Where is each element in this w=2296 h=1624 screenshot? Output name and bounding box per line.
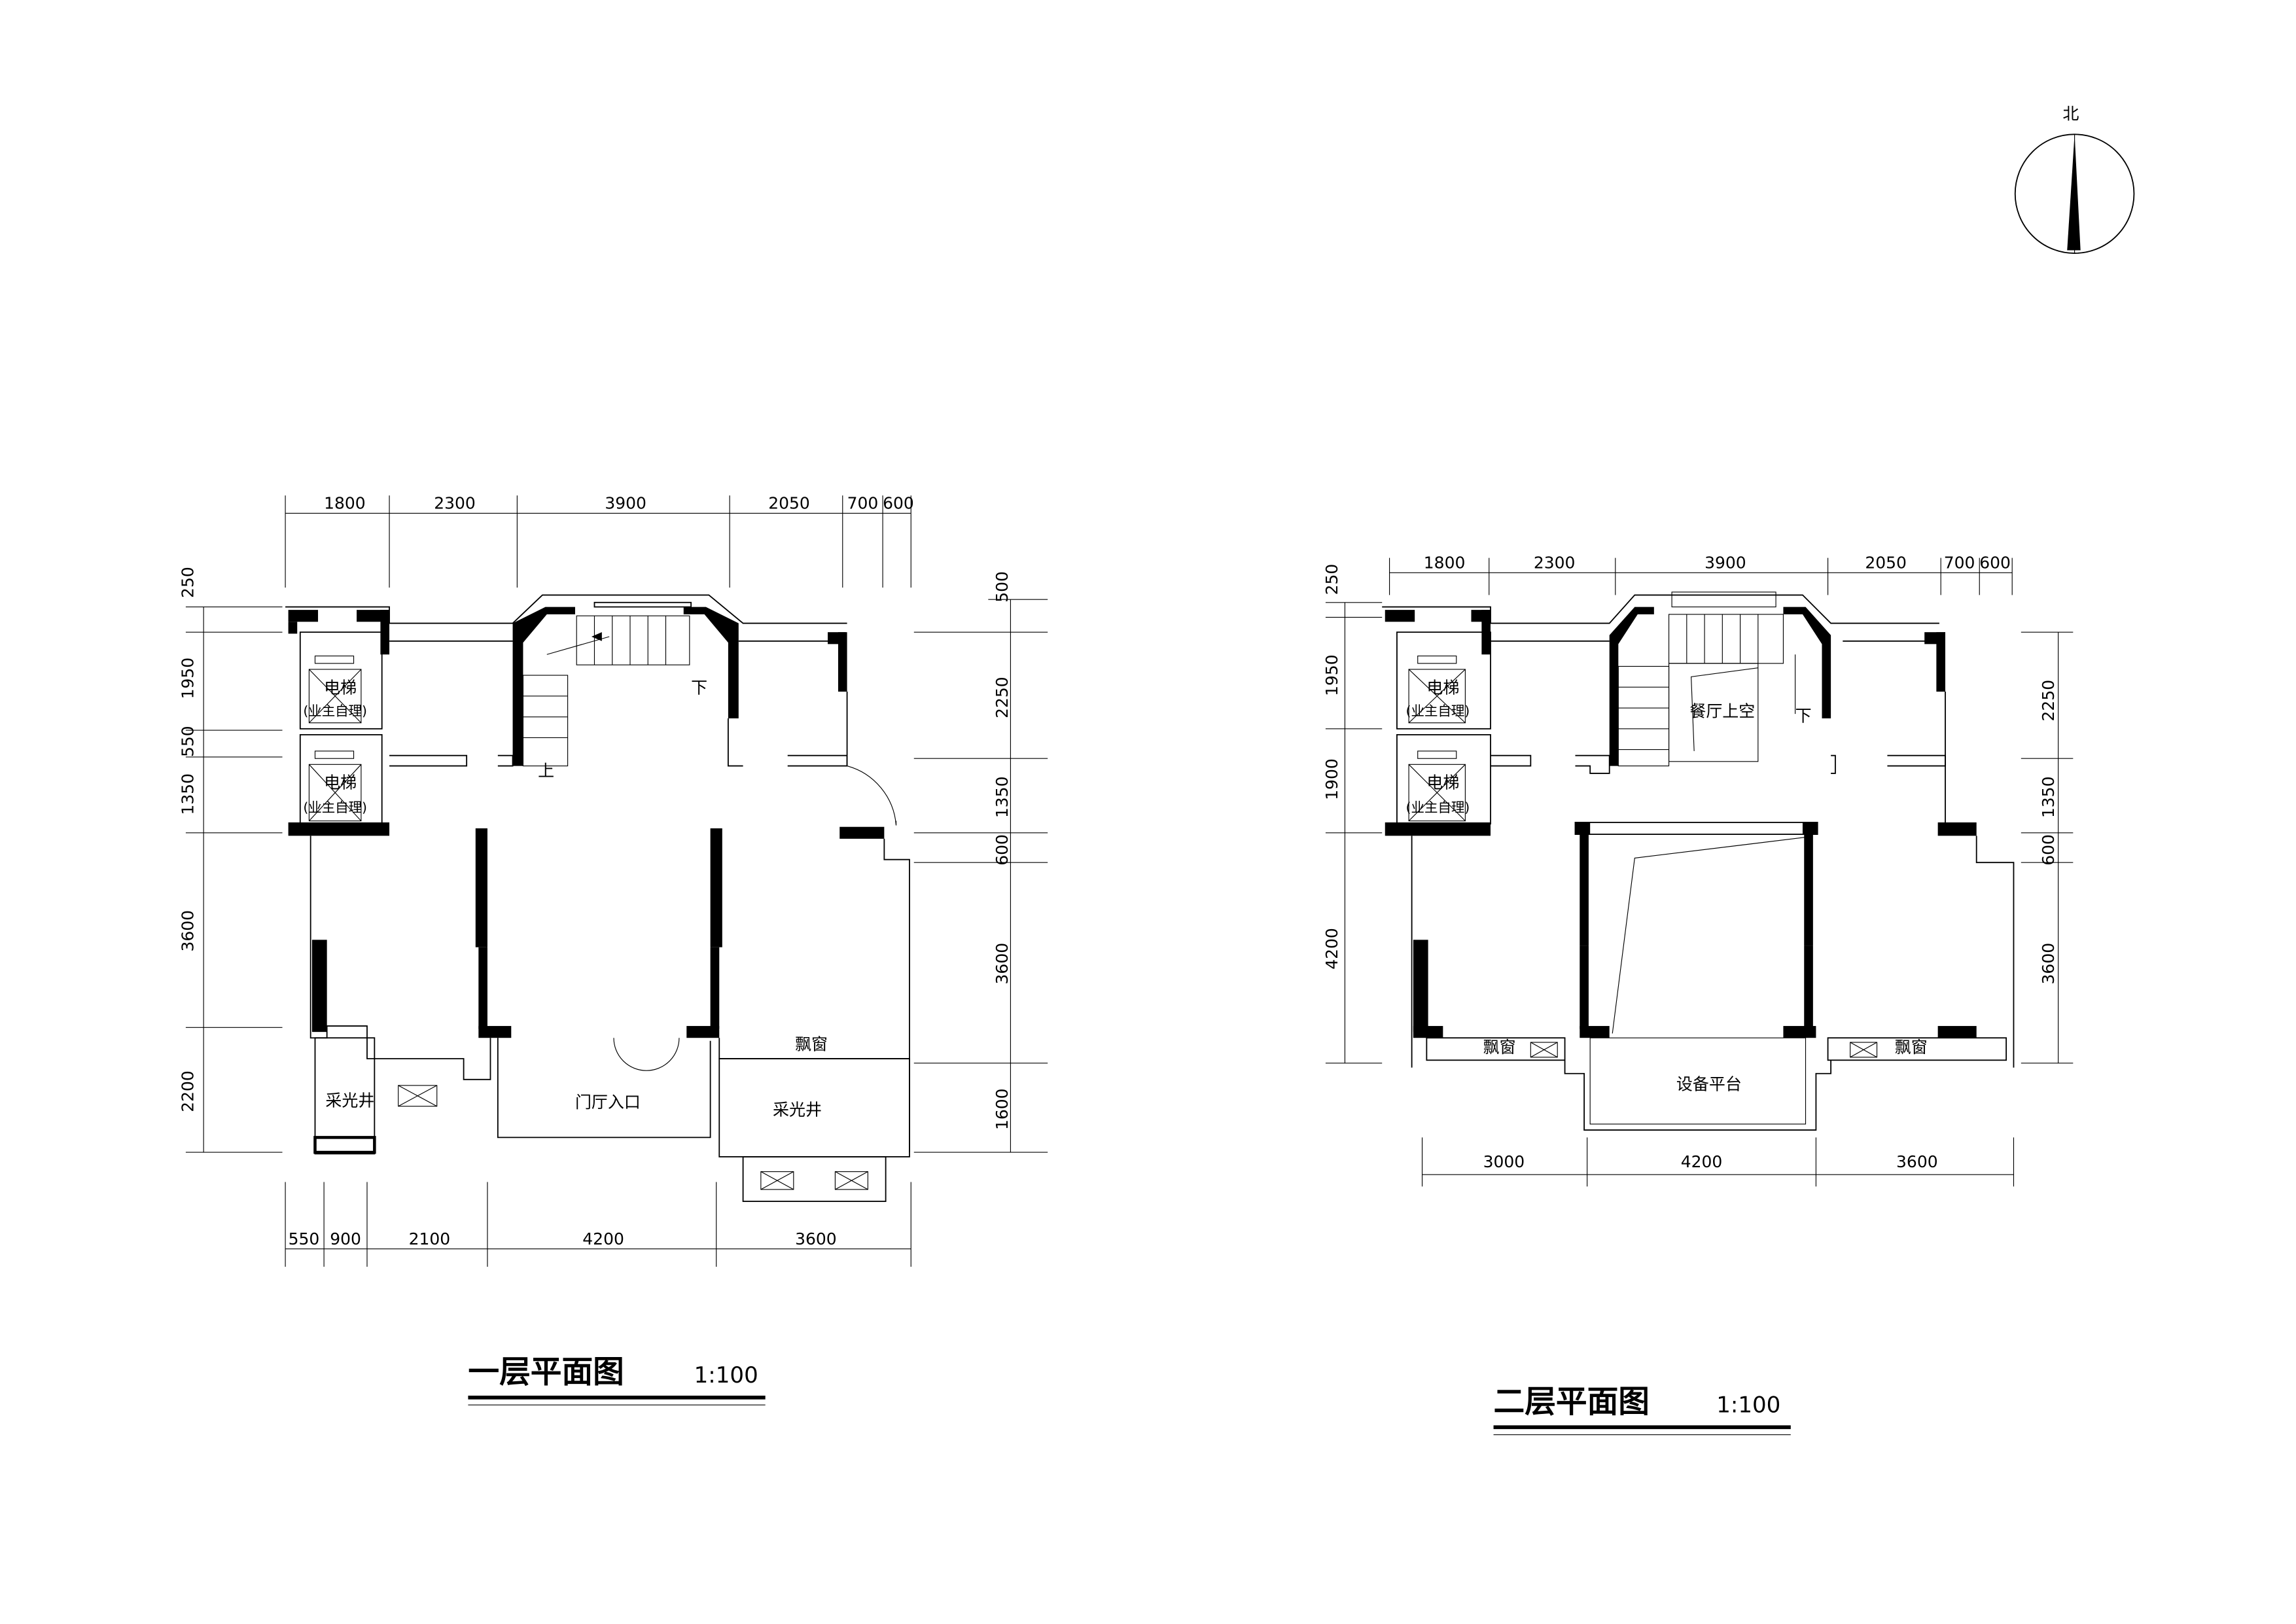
plan-ground-floor: 1800 2300 3900 2050 700 600 250 1950 550… [178, 494, 1048, 1405]
elevator-label: 电梯 [1426, 773, 1459, 792]
north-arrow-icon [2067, 134, 2081, 251]
entrance-label: 门厅入口 [575, 1093, 641, 1112]
bay-window-label: 飘窗 [1895, 1038, 1928, 1057]
bay-window-label: 飘窗 [1483, 1038, 1516, 1057]
elevator-1: 电梯 (业主自理) [1396, 631, 1491, 730]
dim-label: 3600 [795, 1229, 837, 1248]
dim-label: 600 [2039, 834, 2058, 866]
dim-label: 1950 [178, 658, 197, 699]
dim-label: 2250 [2039, 680, 2058, 722]
walls: 电梯 (业主自理) 电梯 (业主自理) [1382, 591, 2015, 1131]
void-label: 餐厅上空 [1689, 702, 1755, 721]
elevator-1: 电梯 (业主自理) [299, 631, 383, 730]
dim-label: 600 [993, 834, 1012, 866]
elevator-note: (业主自理) [1406, 703, 1470, 718]
dim-label: 1350 [2039, 777, 2058, 819]
dim-label: 1350 [993, 777, 1012, 819]
staircase [1617, 614, 1796, 767]
dim-label: 3600 [1896, 1152, 1938, 1171]
dim-label: 1800 [324, 494, 366, 513]
dim-label: 250 [1322, 564, 1341, 595]
dims-left: 250 1950 550 1350 3600 2200 [178, 567, 283, 1153]
staircase [522, 615, 690, 767]
plan-scale: 1:100 [694, 1362, 758, 1388]
elevator-label: 电梯 [324, 773, 357, 792]
dim-label: 250 [178, 567, 197, 598]
elevator-2: 电梯 (业主自理) [1396, 733, 1491, 825]
north-label: 北 [2062, 105, 2079, 124]
dim-label: 500 [993, 571, 1012, 603]
dim-label: 2250 [993, 677, 1012, 718]
elevator-note: (业主自理) [303, 800, 367, 815]
north-arrow: 北 [2014, 105, 2135, 254]
dim-label: 900 [330, 1229, 361, 1248]
stair-up-label: 上 [538, 761, 554, 780]
stair-down-label: 下 [1795, 706, 1812, 725]
walls: 电梯 (业主自理) 电梯 (业主自理) [285, 594, 910, 1202]
dim-label: 700 [1944, 554, 1975, 573]
dims-top: 1800 2300 3900 2050 700 600 [1389, 554, 2013, 595]
dims-top: 1800 2300 3900 2050 700 600 [285, 494, 914, 588]
dim-label: 1600 [993, 1088, 1012, 1130]
plan-title: 一层平面图 [468, 1354, 624, 1390]
dim-label: 550 [289, 1229, 320, 1248]
dim-label: 600 [883, 494, 914, 513]
dim-label: 3600 [993, 943, 1012, 985]
elevator-label: 电梯 [324, 678, 357, 697]
dim-label: 4200 [1322, 928, 1341, 970]
dim-label: 2200 [178, 1070, 197, 1112]
stair-arrow-icon [591, 632, 602, 641]
elevator-note: (业主自理) [1406, 800, 1470, 815]
plan-second-floor: 1800 2300 3900 2050 700 600 250 1950 190… [1322, 554, 2074, 1436]
plan-title: 二层平面图 [1494, 1385, 1650, 1421]
elevator-label: 电梯 [1426, 678, 1459, 697]
lightwell-label: 采光井 [773, 1100, 822, 1119]
stair-down-label: 下 [691, 678, 707, 697]
dim-label: 2300 [1534, 554, 1576, 573]
dim-label: 1800 [1424, 554, 1466, 573]
dim-label: 600 [1979, 554, 2011, 573]
dim-label: 550 [178, 726, 197, 757]
dims-right: 500 2250 1350 600 3600 1600 [913, 571, 1048, 1153]
platform-label: 设备平台 [1676, 1075, 1742, 1094]
bay-window-label: 飘窗 [795, 1034, 828, 1053]
dim-label: 1900 [1322, 758, 1341, 800]
dim-label: 4200 [1681, 1152, 1723, 1171]
dim-label: 2050 [1865, 554, 1907, 573]
dim-label: 2300 [434, 494, 476, 513]
dims-left: 250 1950 1900 4200 [1322, 564, 1383, 1064]
dim-label: 3000 [1483, 1152, 1525, 1171]
lightwell-label: 采光井 [325, 1091, 374, 1110]
elevator-note: (业主自理) [303, 703, 367, 718]
dim-label: 1350 [178, 773, 197, 815]
dim-label: 3600 [178, 910, 197, 952]
dims-right: 2250 1350 600 3600 [2021, 631, 2074, 1064]
dim-label: 700 [847, 494, 879, 513]
dim-label: 4200 [582, 1229, 624, 1248]
dim-label: 3600 [2039, 943, 2058, 985]
dims-bottom: 550 900 2100 4200 3600 [285, 1182, 911, 1267]
dims-bottom: 3000 4200 3600 [1421, 1137, 2015, 1187]
dim-label: 3900 [1704, 554, 1746, 573]
plan-scale: 1:100 [1716, 1392, 1780, 1419]
elevator-2: 电梯 (业主自理) [299, 733, 383, 825]
dim-label: 2100 [409, 1229, 451, 1248]
dim-label: 2050 [768, 494, 810, 513]
dim-label: 3900 [605, 494, 646, 513]
dim-label: 1950 [1322, 654, 1341, 696]
